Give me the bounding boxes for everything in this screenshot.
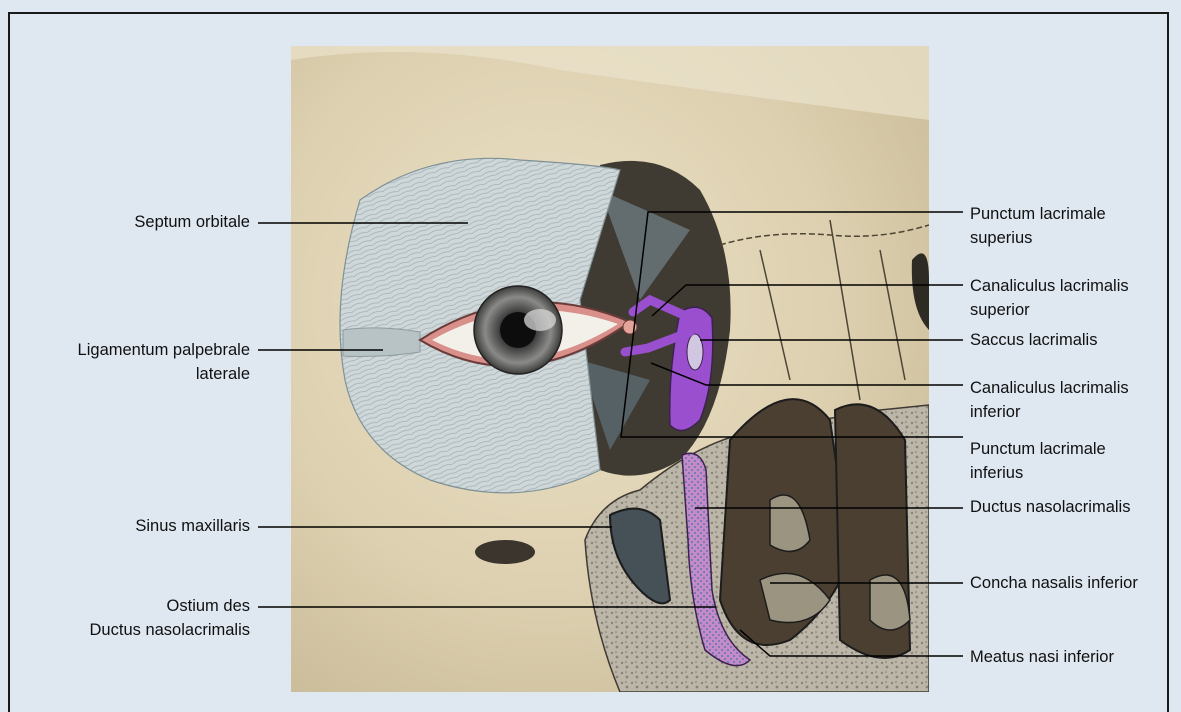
label-septum-orbitale: Septum orbitale: [134, 210, 250, 234]
label-punctum-lacrimale-inferius: Punctum lacrimale inferius: [970, 437, 1106, 485]
label-ostium-ductus: Ostium des Ductus nasolacrimalis: [90, 594, 250, 642]
label-saccus-lacrimalis: Saccus lacrimalis: [970, 328, 1097, 352]
label-meatus-nasi-inferior: Meatus nasi inferior: [970, 645, 1114, 669]
label-ductus-nasolacrimalis: Ductus nasolacrimalis: [970, 495, 1130, 519]
label-canaliculus-lacrimalis-inferior: Canaliculus lacrimalis inferior: [970, 376, 1129, 424]
label-sinus-maxillaris: Sinus maxillaris: [135, 514, 250, 538]
label-concha-nasalis-inferior: Concha nasalis inferior: [970, 571, 1138, 595]
label-ligamentum-palpebrale-laterale: Ligamentum palpebrale laterale: [78, 338, 250, 386]
label-canaliculus-lacrimalis-superior: Canaliculus lacrimalis superior: [970, 274, 1129, 322]
label-punctum-lacrimale-superius: Punctum lacrimale superius: [970, 202, 1106, 250]
